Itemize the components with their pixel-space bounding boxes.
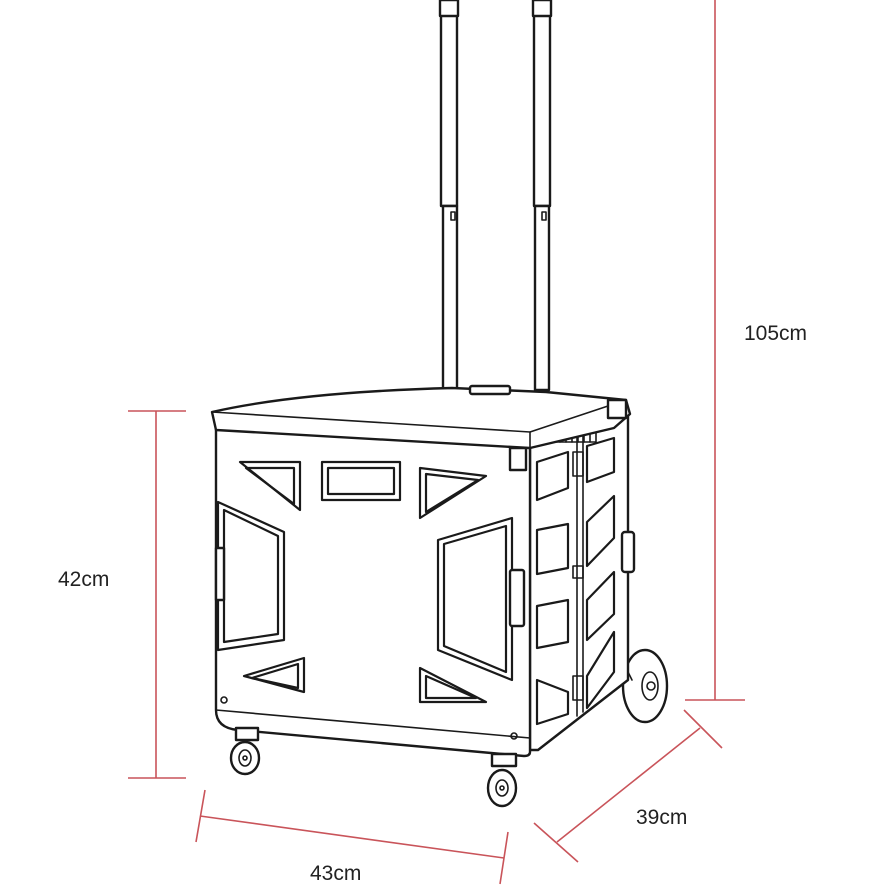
depth-label: 39cm xyxy=(636,806,688,829)
width-dimension-line xyxy=(195,789,509,885)
height-total-label: 105cm xyxy=(744,322,808,345)
height-box-label: 42cm xyxy=(58,568,110,591)
height-box-dimension-line xyxy=(128,410,186,779)
handle-right-pole xyxy=(531,0,553,392)
caster-right xyxy=(486,752,518,808)
front-panel xyxy=(214,424,532,758)
width-label: 43cm xyxy=(310,862,362,885)
dimension-lines xyxy=(128,0,745,885)
handle-left-pole xyxy=(438,0,460,394)
lid xyxy=(210,384,632,472)
height-total-dimension-line xyxy=(685,0,745,701)
caster-left xyxy=(229,726,261,776)
depth-dimension-line xyxy=(533,709,723,863)
folding-shopping-cart-icon xyxy=(210,0,669,808)
side-panel xyxy=(528,412,636,752)
